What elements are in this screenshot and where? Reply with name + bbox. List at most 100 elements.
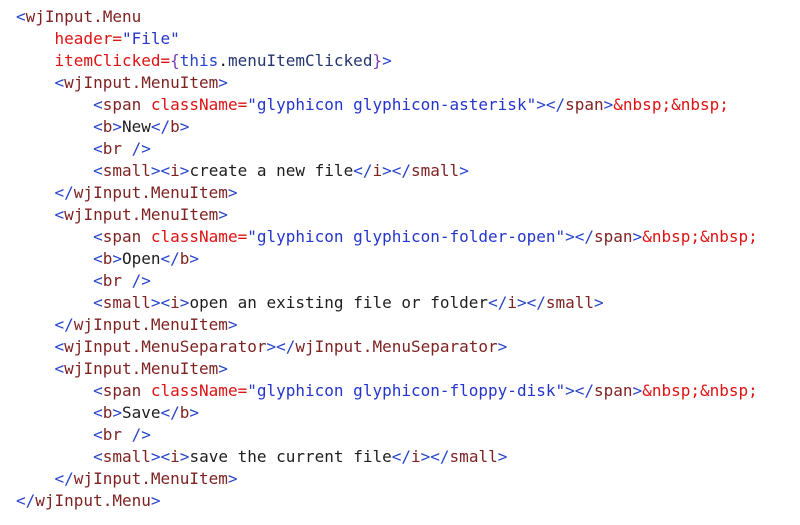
token-text xyxy=(141,95,151,114)
token-tag: br xyxy=(102,271,122,290)
token-tag: i xyxy=(170,293,180,312)
token-entity: &nbsp;&nbsp; xyxy=(642,381,758,400)
token-tag: b xyxy=(179,249,190,268)
token-delimiter: > xyxy=(189,403,200,422)
token-text: Open xyxy=(121,249,161,268)
token-delimiter: > xyxy=(150,447,161,466)
token-delimiter: > xyxy=(632,381,643,400)
token-delimiter: > xyxy=(516,293,527,312)
token-delimiter: </ xyxy=(391,161,412,180)
token-tag: span xyxy=(102,381,142,400)
token-string: "File" xyxy=(121,29,180,48)
token-attribute: className xyxy=(150,227,238,246)
token-text: create a new file xyxy=(189,161,354,180)
token-string: "glyphicon glyphicon-asterisk" xyxy=(247,95,537,114)
token-delimiter: > xyxy=(565,227,575,246)
token-string: "glyphicon glyphicon-folder-open" xyxy=(247,227,566,246)
token-attribute: = xyxy=(237,227,248,246)
token-delimiter: < xyxy=(93,95,103,114)
token-text: save the current file xyxy=(189,447,392,466)
token-delimiter: < xyxy=(54,73,65,92)
token-tag: wjInput.MenuItem xyxy=(64,359,219,378)
token-delimiter: </ xyxy=(391,447,411,466)
token-attribute: className xyxy=(150,381,238,400)
token-delimiter: > xyxy=(179,161,190,180)
code-line: <br /> xyxy=(16,138,800,160)
token-text xyxy=(122,139,132,158)
token-tag: i xyxy=(507,293,517,312)
token-tag: wjInput.MenuItem xyxy=(64,73,219,92)
token-delimiter: </ xyxy=(574,381,595,400)
token-tag: wjInput.MenuItem xyxy=(73,315,228,334)
token-delimiter: > xyxy=(603,95,614,114)
token-delimiter: > xyxy=(420,447,431,466)
token-tag: b xyxy=(179,403,190,422)
token-delimiter: </ xyxy=(574,227,595,246)
token-tag: wjInput.MenuItem xyxy=(73,183,228,202)
token-keyword: this xyxy=(179,51,219,70)
token-delimiter: > xyxy=(594,293,604,312)
token-delimiter: </ xyxy=(160,403,180,422)
token-delimiter: > xyxy=(382,51,392,70)
token-delimiter: > xyxy=(218,359,228,378)
token-delimiter: < xyxy=(93,227,103,246)
code-line: <b>Save</b> xyxy=(16,402,800,424)
token-delimiter: </ xyxy=(276,337,296,356)
token-attribute: className xyxy=(150,95,238,114)
token-tag: small xyxy=(102,447,151,466)
code-line: itemClicked={this.menuItemClicked}> xyxy=(16,50,800,72)
code-line: <small><i>create a new file</i></small> xyxy=(16,160,800,182)
token-tag: b xyxy=(170,117,180,136)
token-tag: span xyxy=(102,227,142,246)
token-delimiter: > xyxy=(112,117,122,136)
token-tag: small xyxy=(411,161,460,180)
token-delimiter: > xyxy=(632,227,643,246)
token-entity: &nbsp;&nbsp; xyxy=(613,95,729,114)
token-delimiter: > xyxy=(179,117,190,136)
token-tag: wjInput.MenuSeparator xyxy=(64,337,267,356)
token-tag: small xyxy=(545,293,595,312)
token-attribute: itemClicked xyxy=(54,51,161,70)
token-delimiter: > xyxy=(459,161,469,180)
code-line: <b>New</b> xyxy=(16,116,800,138)
token-tag: wjInput.MenuItem xyxy=(64,205,219,224)
token-tag: b xyxy=(102,403,113,422)
token-tag: span xyxy=(565,95,604,114)
token-text: . xyxy=(218,51,228,70)
token-delimiter: /> xyxy=(131,271,151,290)
token-delimiter: < xyxy=(93,161,103,180)
token-text: Save xyxy=(121,403,161,422)
token-tag: span xyxy=(594,227,633,246)
token-delimiter: > xyxy=(179,293,190,312)
code-line: <br /> xyxy=(16,424,800,446)
token-delimiter: > xyxy=(565,381,575,400)
token-entity: &nbsp;&nbsp; xyxy=(642,227,758,246)
token-attribute: header xyxy=(54,29,113,48)
token-delimiter: < xyxy=(93,117,103,136)
token-tag: wjInput.MenuSeparator xyxy=(295,337,498,356)
code-line: <small><i>open an existing file or folde… xyxy=(16,292,800,314)
token-delimiter: </ xyxy=(488,293,508,312)
token-delimiter: < xyxy=(93,249,103,268)
token-tag: small xyxy=(102,161,151,180)
token-delimiter: > xyxy=(227,183,238,202)
code-line: <wjInput.MenuItem> xyxy=(16,72,800,94)
token-delimiter: </ xyxy=(16,491,36,510)
token-text xyxy=(122,425,132,444)
token-attribute: = xyxy=(112,29,122,48)
token-text xyxy=(141,381,151,400)
code-line: </wjInput.MenuItem> xyxy=(16,468,800,490)
token-tag: i xyxy=(170,161,180,180)
token-tag: i xyxy=(170,447,180,466)
token-tag: small xyxy=(102,293,151,312)
code-line: <wjInput.MenuSeparator></wjInput.MenuSep… xyxy=(16,336,800,358)
token-delimiter: </ xyxy=(54,469,74,488)
token-delimiter: </ xyxy=(54,183,74,202)
token-delimiter: < xyxy=(54,337,65,356)
token-attribute: = xyxy=(237,381,248,400)
token-member: menuItemClicked xyxy=(227,51,373,70)
token-delimiter: < xyxy=(54,359,65,378)
token-attribute: = xyxy=(237,95,248,114)
